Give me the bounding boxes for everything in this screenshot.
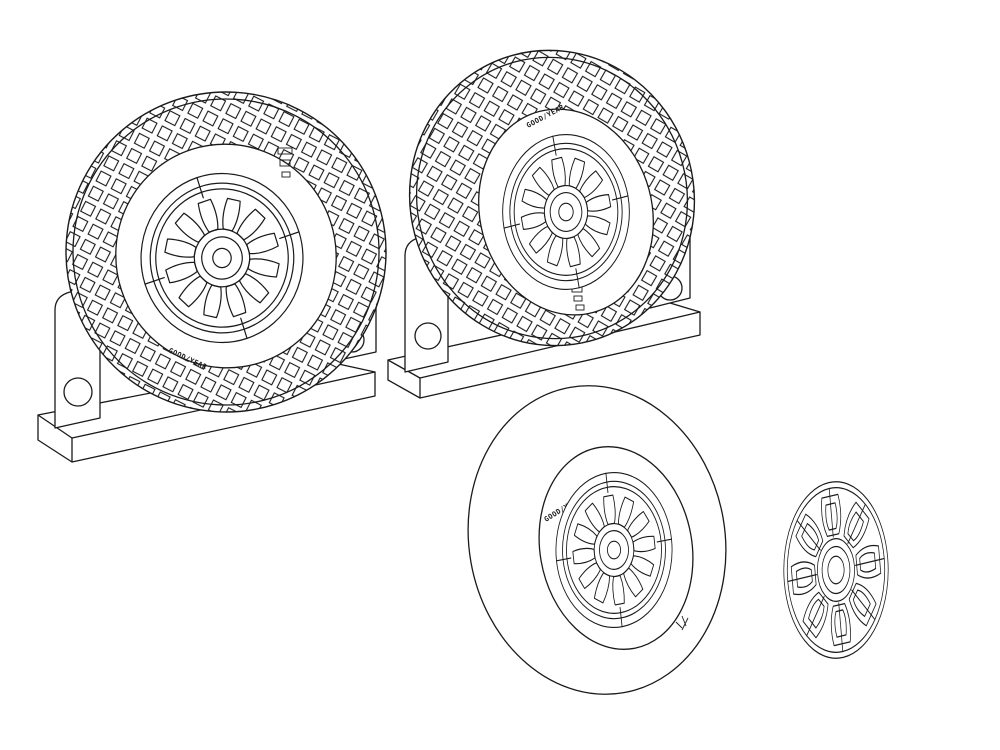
separate-hub-disc [783, 481, 889, 659]
size-marking-smooth [675, 615, 689, 631]
smooth-tire-wheel: GOOD/YEAR [467, 385, 727, 695]
size-marking-left [277, 147, 293, 178]
diamond-tread-wheel-on-stand-left: GOOD/YEAR [37, 91, 387, 463]
diamond-tread-wheel-on-stand-middle: GOOD/YEAR [387, 49, 701, 399]
